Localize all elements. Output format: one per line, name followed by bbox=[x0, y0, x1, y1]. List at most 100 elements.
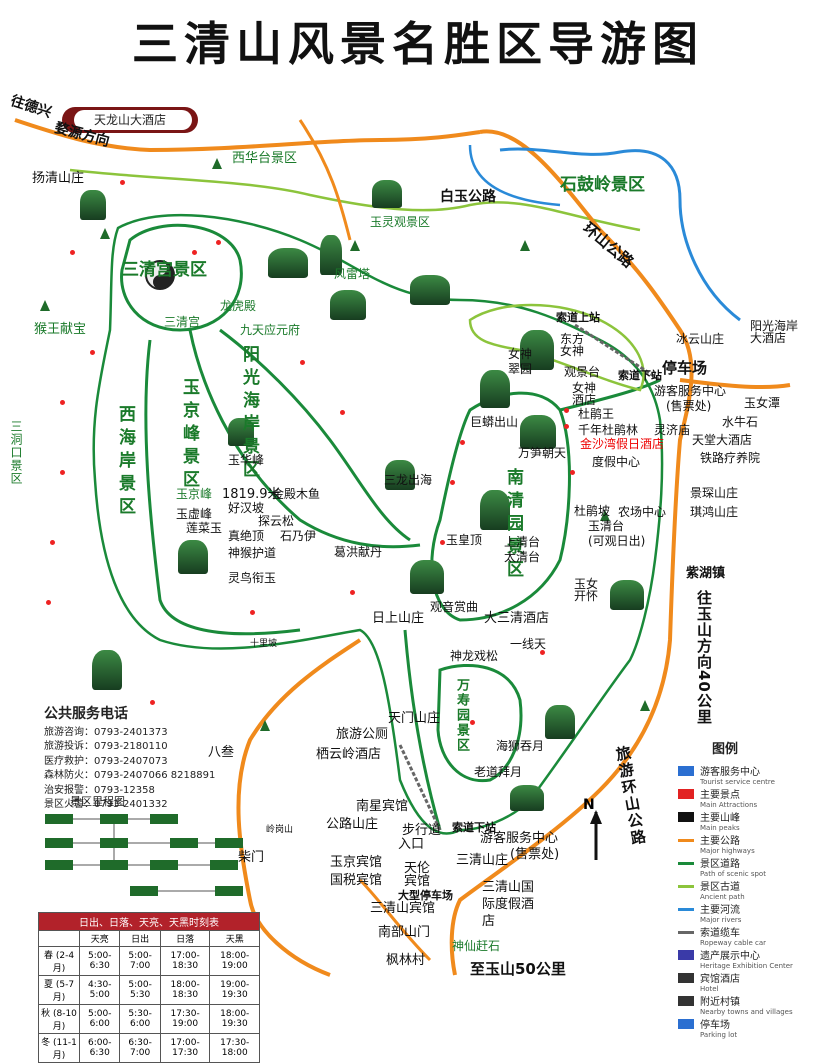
highway-sub bbox=[298, 119, 352, 241]
place-shoupiao: (售票处) bbox=[666, 399, 712, 413]
place-guanyin: 观音赏曲 bbox=[430, 600, 479, 614]
river-north-2 bbox=[468, 144, 561, 207]
place-bagen: 八叁 bbox=[208, 745, 235, 760]
scenic-path-east bbox=[559, 378, 661, 412]
legend-label-en: Major rivers bbox=[700, 916, 742, 924]
public-service-panel: 公共服务电话 旅游咨询：0793-2401373 旅游投诉：0793-21801… bbox=[44, 707, 215, 813]
highway-east bbox=[679, 378, 791, 390]
table-cell: 18:00-19:30 bbox=[209, 1004, 260, 1034]
hotel-banner: 天龙山大酒店 bbox=[62, 107, 198, 133]
legend-swatch bbox=[678, 862, 694, 865]
rock-illustration bbox=[330, 290, 366, 320]
place-shinai: 石乃伊 bbox=[280, 529, 317, 543]
attraction-dot bbox=[570, 470, 575, 475]
attraction-dot bbox=[70, 250, 75, 255]
attraction-dot bbox=[120, 180, 125, 185]
place-yunv: 玉女开怀 bbox=[574, 577, 599, 603]
sun-table-caption: 日出、日落、天亮、天黑时刻表 bbox=[38, 912, 260, 931]
highway-west bbox=[14, 118, 481, 153]
place-youke: 游客服务中心 bbox=[654, 384, 727, 398]
table-cell: 4:30-5:00 bbox=[79, 975, 121, 1005]
table-row: 冬 (11-1月) 6:00-6:30 6:30-7:00 17:00-17:3… bbox=[37, 1033, 260, 1063]
tree-icon bbox=[40, 300, 50, 314]
scenic-path-yangguang bbox=[219, 328, 411, 542]
service-line: 医疗救护：0793-2407073 bbox=[44, 755, 168, 767]
place-shangqing: 上清台 bbox=[504, 535, 541, 549]
tree-icon bbox=[260, 720, 270, 734]
place-sanqinggong: 三清宫 bbox=[164, 315, 201, 329]
highway-bottom bbox=[358, 878, 432, 962]
rock-illustration bbox=[372, 180, 402, 208]
attraction-dot bbox=[192, 250, 197, 255]
ropeway-south bbox=[398, 744, 442, 831]
rock-illustration bbox=[480, 370, 510, 408]
highway-south-west bbox=[236, 638, 362, 977]
sanqinggong-loop bbox=[120, 223, 243, 332]
rock-illustration bbox=[320, 235, 342, 275]
distance-title: 景区里程图 bbox=[70, 795, 125, 808]
place-lvyou: 旅游公厕 bbox=[336, 727, 389, 742]
rock-illustration bbox=[178, 540, 208, 574]
table-cell: 5:00-6:30 bbox=[79, 946, 121, 976]
place-fenglin: 枫林村 bbox=[386, 953, 426, 968]
table-cell: 17:00-18:30 bbox=[159, 946, 211, 976]
table-cell: 19:00-19:30 bbox=[209, 975, 260, 1005]
rock-illustration bbox=[92, 650, 122, 690]
tree-icon bbox=[640, 700, 650, 714]
place-nvshenjiudian: 女神酒店 bbox=[572, 381, 597, 407]
ancient-path bbox=[468, 303, 645, 392]
place-bingyun: 冰云山庄 bbox=[676, 332, 725, 346]
legend-label-en: Parking lot bbox=[700, 1031, 738, 1039]
table-header: 日出 bbox=[119, 930, 161, 947]
legend-label: 停车场 bbox=[700, 1020, 730, 1031]
scenic-path-yujing bbox=[188, 329, 421, 549]
place-houwang: 猴王献宝 bbox=[34, 322, 87, 337]
map-canvas bbox=[14, 118, 791, 977]
legend-label: 景区道路 bbox=[700, 859, 740, 870]
place-gehong: 葛洪献丹 bbox=[334, 545, 383, 559]
distance-diagram bbox=[45, 814, 243, 896]
legend-label: 遗产展示中心 bbox=[700, 951, 760, 962]
place-yulingguan: 玉灵观景区 bbox=[370, 215, 431, 229]
rock-illustration bbox=[520, 415, 556, 449]
place-sanqingshanzhuang: 三清山庄 bbox=[456, 853, 509, 868]
place-yangguanghaian: 阳光海岸大酒店 bbox=[750, 319, 799, 345]
legend-swatch bbox=[678, 839, 694, 842]
place-kanri: (可观日出) bbox=[588, 534, 646, 548]
place-guoshui: 国税宾馆 bbox=[330, 873, 383, 888]
legend-label-en: Nearby towns and villages bbox=[700, 1008, 793, 1016]
legend-swatch bbox=[678, 931, 694, 934]
place-chaimen: 柴门 bbox=[238, 850, 265, 865]
table-cell: 17:30-18:00 bbox=[209, 1033, 260, 1063]
scenic-path-south bbox=[403, 629, 442, 831]
table-cell: 17:30-19:00 bbox=[159, 1004, 211, 1034]
service-line: 旅游咨询：0793-2401373 bbox=[44, 726, 168, 738]
place-lingji: 灵济庙 bbox=[654, 423, 691, 437]
table-cell: 17:00-17:30 bbox=[159, 1033, 211, 1063]
rock-illustration bbox=[520, 330, 554, 370]
place-shuiniushi: 水牛石 bbox=[722, 415, 759, 429]
legend-label: 主要山峰 bbox=[700, 813, 740, 824]
place-jinsha: 金沙湾假日酒店 bbox=[580, 437, 665, 451]
place-sandongkou: 三洞口景区 bbox=[9, 420, 23, 485]
rock-illustration bbox=[480, 490, 510, 530]
place-jingcai: 景琛山庄 bbox=[690, 486, 739, 500]
table-row: 夏 (5-7月) 4:30-5:00 5:00-5:30 18:00-18:30… bbox=[37, 975, 260, 1005]
place-qiannian: 千年杜鹃林 bbox=[578, 423, 639, 437]
rock-illustration bbox=[385, 460, 415, 490]
table-cell: 冬 (11-1月) bbox=[37, 1033, 81, 1063]
table-cell: 5:00-5:30 bbox=[119, 975, 161, 1005]
place-dujia: 度假中心 bbox=[592, 455, 641, 469]
place-yuqingtai: 玉清台 bbox=[588, 519, 625, 533]
river-north bbox=[499, 147, 741, 322]
place-yuhuangding: 玉皇顶 bbox=[446, 533, 483, 547]
place-zhuhupo: 杜鹃坡 bbox=[574, 504, 611, 518]
highway-ring bbox=[449, 129, 694, 976]
place-suodao-down2: 索道下站 bbox=[452, 821, 496, 834]
